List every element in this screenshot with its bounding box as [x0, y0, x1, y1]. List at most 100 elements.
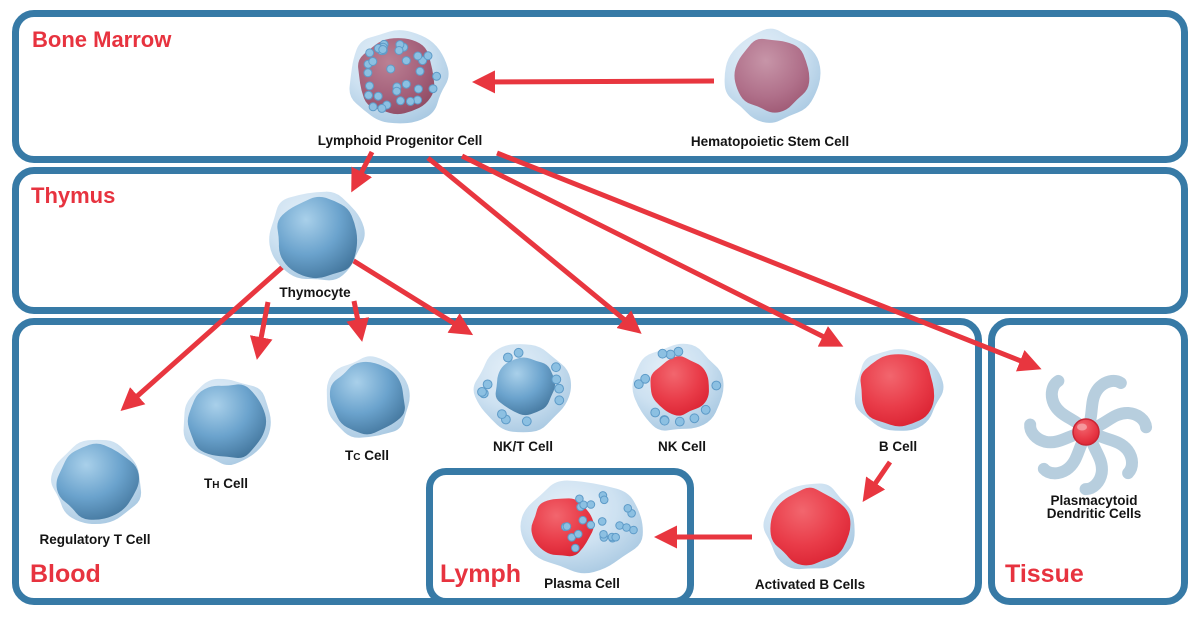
dendrite-arm: [1024, 418, 1089, 449]
granule-dot: [368, 57, 378, 66]
granule-dot: [477, 387, 487, 397]
granule-dot: [586, 520, 596, 530]
granule-dot: [423, 51, 433, 61]
granules: [363, 39, 442, 113]
arrow-thymocyte-to-th: [249, 301, 273, 360]
regulatory-t-cell-graphic: [51, 439, 142, 525]
granule-dot: [503, 352, 513, 363]
t-cytotoxic-label: TC Cell: [345, 449, 389, 464]
nucleus: [734, 38, 810, 113]
blood-section-label: Blood: [30, 560, 101, 588]
thymus-box: [12, 167, 1188, 314]
granule-dot: [578, 515, 588, 525]
granule-dot: [432, 71, 442, 81]
nucleus: [56, 443, 140, 520]
granule-dot: [597, 517, 607, 526]
granule-dot: [365, 81, 374, 91]
granule-dot: [377, 103, 387, 113]
arrow-b-to-activated-b: [862, 460, 893, 502]
t-helper-subscript: H: [212, 480, 220, 491]
granule-dot: [586, 500, 596, 509]
granule-dot: [579, 500, 588, 510]
nucleus: [329, 361, 405, 435]
arrow-progenitor-to-thymocyte: [351, 150, 375, 193]
granule-dot: [428, 84, 438, 94]
granule-dot: [554, 395, 565, 406]
granule-dot: [562, 522, 572, 531]
granule-dot: [401, 79, 411, 89]
hematopoietic-stem-label: Hematopoietic Stem Cell: [690, 134, 850, 149]
dendrite-arm: [1037, 430, 1092, 480]
dendrite-arm: [1045, 374, 1090, 434]
plasmacytoid-line2: Dendritic Cells: [1046, 506, 1142, 521]
nucleus: [277, 196, 358, 279]
granule-dot: [368, 102, 378, 112]
plasma-label: Plasma Cell: [544, 576, 620, 591]
nk-cell-graphic: [632, 343, 724, 431]
granule-dot: [689, 413, 700, 424]
arrow-thymocyte-to-regulatory-t: [120, 261, 289, 411]
plasma-cell-graphic: [520, 480, 643, 574]
tissue-section-label: Tissue: [1005, 560, 1084, 588]
granules: [560, 491, 638, 553]
plasmacytoid-dendritic-label: Plasmacytoid Dendritic Cells: [1046, 493, 1142, 521]
granule-dot: [573, 529, 583, 539]
arrow-progenitor-to-dendritic: [496, 150, 1042, 372]
granule-dot: [413, 84, 423, 94]
nucleus: [650, 356, 709, 416]
nkt-label: NK/T Cell: [492, 439, 554, 454]
plasmacytoid-dendritic-cell-graphic: [1024, 374, 1153, 496]
granule-dot: [415, 66, 425, 76]
tissue-box: [988, 318, 1188, 605]
granule-dot: [674, 416, 685, 427]
arrow-thymocyte-to-tc: [346, 300, 369, 342]
t-cytotoxic-suffix: Cell: [360, 448, 389, 463]
granule-dot: [611, 532, 621, 542]
granule-dot: [659, 415, 670, 426]
arrow-thymocyte-to-nkt: [347, 255, 474, 336]
granule-dot: [373, 91, 383, 101]
arrow-progenitor-to-b: [460, 153, 844, 347]
hematopoietic-stem-cell-graphic: [724, 28, 821, 123]
granule-dot: [700, 404, 711, 415]
dendrite-arm: [1079, 430, 1108, 496]
granule-dot: [413, 51, 423, 61]
nk-label: NK Cell: [657, 439, 707, 454]
dendrite-arm: [1087, 406, 1153, 435]
granule-dot: [363, 68, 373, 78]
bone-marrow-section-label: Bone Marrow: [32, 27, 172, 52]
granule-dot: [401, 56, 411, 66]
granule-dot: [665, 349, 676, 360]
thymocyte-label: Thymocyte: [279, 285, 351, 300]
lymphoid-progenitor-label: Lymphoid Progenitor Cell: [317, 133, 483, 148]
granule-dot: [657, 348, 668, 359]
nkt-cell-graphic: [473, 344, 572, 433]
granule-dot: [551, 374, 562, 385]
arrow-progenitor-to-nk: [426, 156, 642, 334]
t-helper-label: TH Cell: [204, 477, 248, 492]
t-cytotoxic-cell-graphic: [326, 356, 410, 438]
b-cell-graphic: [854, 349, 944, 431]
t-helper-suffix: Cell: [219, 476, 248, 491]
thymus-section-label: Thymus: [31, 183, 116, 208]
activated-b-label: Activated B Cells: [754, 577, 866, 592]
granule-dot: [623, 504, 633, 513]
granule-dot: [650, 407, 661, 418]
plasmacytoid-line1: Plasmacytoid: [1050, 493, 1138, 508]
lymph-section-label: Lymph: [440, 560, 522, 588]
t-cytotoxic-prefix: T: [345, 448, 354, 463]
arrows-layer: [120, 70, 1042, 549]
activated-b-cell-graphic: [763, 483, 855, 570]
arrow-hsc-to-progenitor: [472, 70, 715, 94]
granule-dot: [554, 383, 564, 394]
granule-dot: [521, 416, 532, 427]
b-cell-label: B Cell: [878, 439, 918, 454]
thymocyte-cell-graphic: [269, 191, 365, 281]
granule-dot: [622, 523, 631, 532]
granules: [477, 347, 565, 427]
granule-dot: [599, 530, 608, 539]
granule-dot: [575, 494, 584, 504]
granule-dot: [482, 379, 493, 390]
granule-dot: [640, 373, 651, 384]
